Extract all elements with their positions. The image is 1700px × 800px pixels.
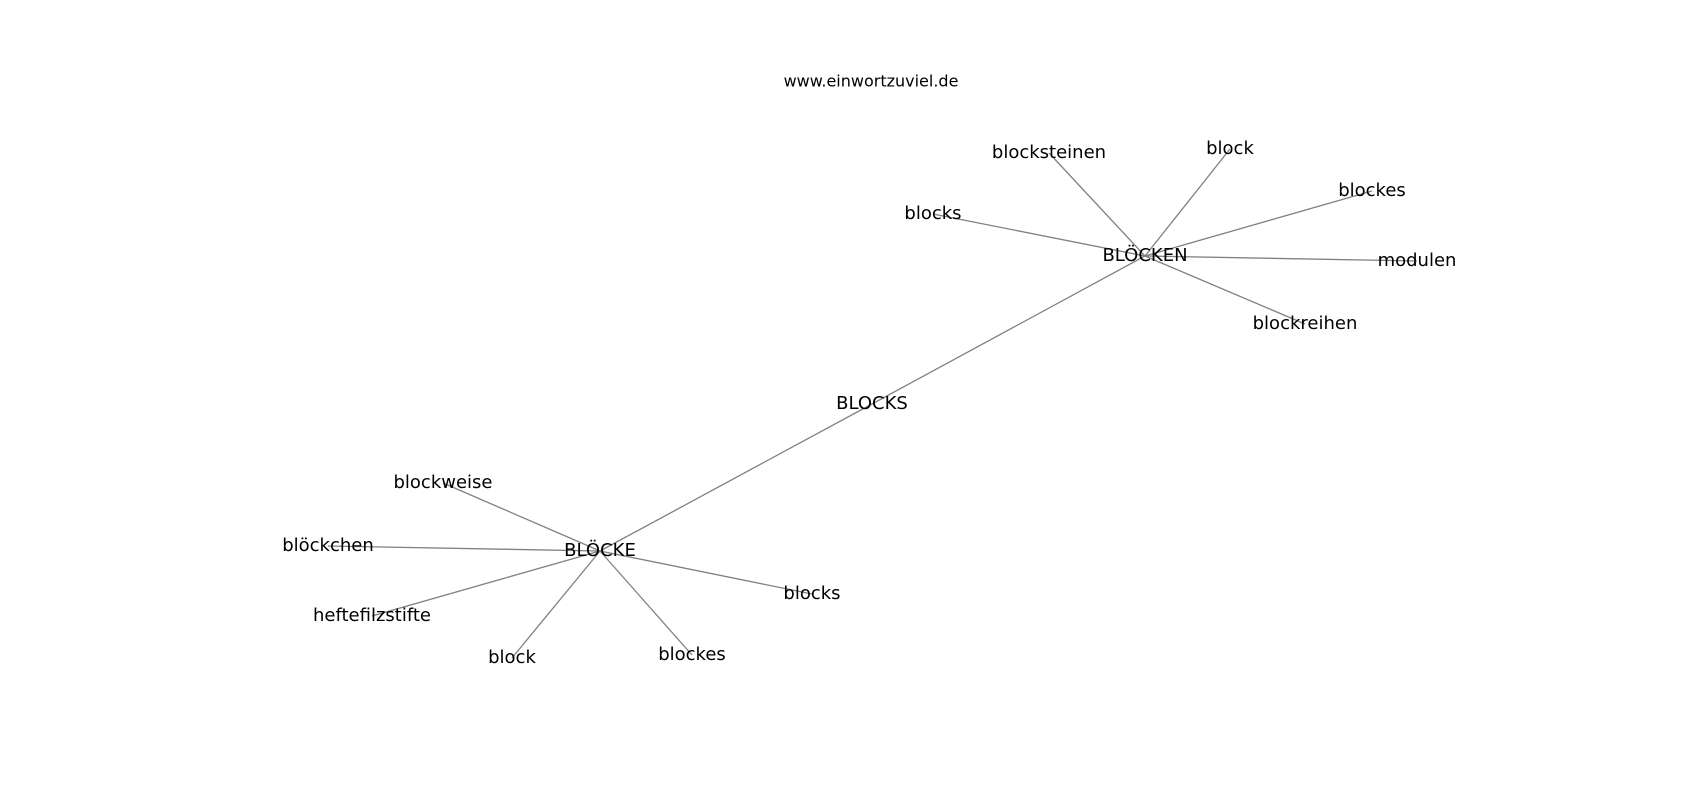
node-label-bloecken: BLÖCKEN	[1102, 244, 1187, 266]
edge-bloecke-bloecke_bloeckchen	[327, 545, 601, 552]
node-label-blocks-center: BLOCKS	[836, 393, 908, 414]
node-label-bloecken-block: block	[1206, 138, 1254, 159]
node-label-bloecken-modulen: modulen	[1378, 250, 1457, 271]
node-label-bloecke-blockweise: blockweise	[393, 472, 492, 493]
node-label-bloecken-blockes: blockes	[1338, 180, 1406, 201]
edge-bloecken-bloecken_block	[1144, 148, 1231, 257]
edge-bloecken-bloecken_blockes	[1144, 190, 1373, 257]
edge-bloecke-bloecke_block	[511, 550, 601, 659]
edge-blocks_center-bloecken	[871, 255, 1146, 405]
edge-bloecken-bloecken_blocksteinen	[1048, 152, 1146, 257]
node-label-bloecke-block: block	[488, 647, 536, 668]
label-layer: BLOCKS BLÖCKEN BLÖCKE blocksteinen block bloc…	[282, 138, 1456, 668]
edge-layer	[327, 148, 1418, 659]
edge-bloecke-bloecke_blockweise	[442, 482, 601, 552]
edge-bloecken-bloecken_modulen	[1144, 255, 1418, 262]
node-label-bloecke-blocks: blocks	[783, 583, 840, 604]
edge-bloecke-bloecke_blocks	[599, 550, 813, 595]
edge-blocks_center-bloecke	[599, 403, 873, 552]
node-label-bloecke-blockes: blockes	[658, 644, 726, 665]
edge-bloecke-bloecke_heftefilzstifte	[371, 550, 601, 617]
node-label-bloecken-blocksteinen: blocksteinen	[992, 142, 1106, 163]
node-label-bloecken-blocks: blocks	[904, 203, 961, 224]
node-label-bloecken-blockreihen: blockreihen	[1253, 313, 1358, 334]
edge-bloecken-bloecken_blocks	[932, 213, 1146, 257]
edge-bloecken-bloecken_blockreihen	[1144, 255, 1306, 325]
node-label-bloecke-bloeckchen: blöckchen	[282, 535, 374, 556]
node-label-bloecke-heftefilzstifte: heftefilzstifte	[313, 605, 431, 626]
node-label-bloecke: BLÖCKE	[564, 539, 636, 561]
site-url: www.einwortzuviel.de	[784, 72, 959, 91]
edge-bloecke-bloecke_blockes	[599, 550, 693, 656]
